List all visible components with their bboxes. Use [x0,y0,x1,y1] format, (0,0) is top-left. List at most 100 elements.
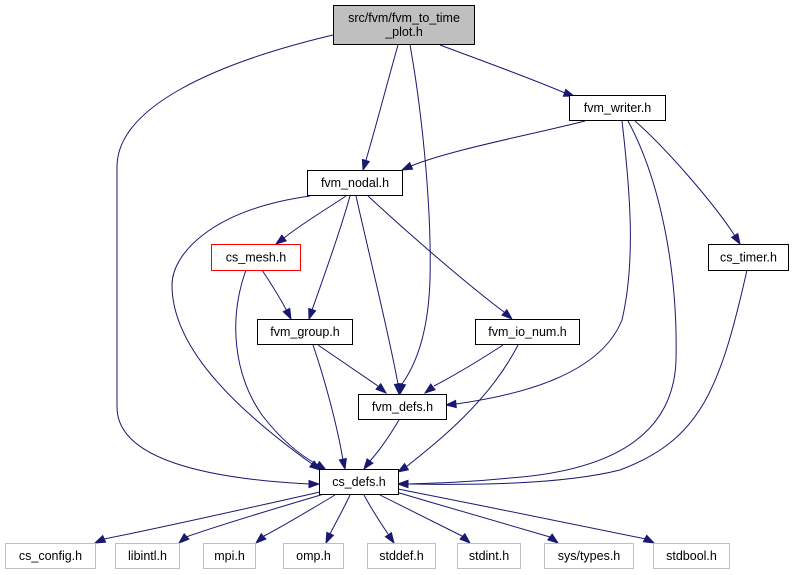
node-root[interactable]: src/fvm/fvm_to_time_plot.h [333,5,475,45]
node-label: stddef.h [379,549,424,563]
node-box [115,543,180,569]
edge-fvm_io_num-to-fvm_defs [423,344,504,394]
node-cs-timer[interactable]: cs_timer.h [708,244,789,271]
edge-fvm_defs-to-cs_defs [363,419,400,471]
node-box [569,95,666,121]
node-label: fvm_group.h [270,325,340,339]
node-fvm-writer[interactable]: fvm_writer.h [569,95,666,121]
edge-arrowhead [396,462,410,473]
node-box [319,469,399,495]
node-label: stdint.h [469,549,509,563]
node-box [283,543,344,569]
edge-arrowhead [546,533,560,544]
node-box [544,543,634,569]
edge-line [405,344,519,468]
node-label: stdbool.h [666,549,717,563]
node-label: libintl.h [128,549,167,563]
node-fvm-group[interactable]: fvm_group.h [257,319,353,345]
edge-line [395,491,551,538]
edge-line [369,419,400,462]
node-stdint[interactable]: stdint.h [457,543,521,569]
node-label: src/fvm/fvm_to_time [348,11,460,25]
edge-line [261,269,288,312]
edge-arrowhead [93,534,107,544]
edge-cs_timer-to-cs_defs [396,269,748,489]
edge-cs_defs-to-stdint [379,494,472,544]
edge-arrowhead [400,161,414,171]
edge-cs_mesh-to-fvm_group [261,269,292,321]
edge-line [317,344,379,387]
edge-cs_defs-to-cs_config [93,491,321,544]
edge-cs_mesh-to-cs_defs [235,269,328,471]
edge-fvm_writer-to-cs_defs [396,120,677,489]
edge-line [185,493,325,538]
node-label: cs_config.h [19,549,82,563]
node-box [367,543,436,569]
edge-arrowhead [384,531,395,545]
edge-arrowhead [562,88,576,97]
edge-root-to-cs_defs [116,34,334,489]
node-fvm-defs[interactable]: fvm_defs.h [358,394,447,420]
node-label: fvm_defs.h [372,400,433,414]
node-cs-defs[interactable]: cs_defs.h [319,469,399,495]
edge-arrowhead [375,382,388,394]
edge-fvm_group-to-fvm_defs [317,344,388,394]
edge-arrowhead [363,457,374,471]
node-libintl[interactable]: libintl.h [115,543,180,569]
node-omp[interactable]: omp.h [283,543,344,569]
edge-line [363,494,389,535]
edge-fvm_nodal-to-fvm_io_num [367,195,514,320]
edge-arrowhead [254,532,267,544]
edge-arrowhead [314,460,328,471]
edge-root-to-fvm_nodal [361,44,399,172]
edge-line [263,494,336,537]
edge-line [355,195,399,385]
edge-line [283,195,347,239]
node-cs-mesh[interactable]: cs_mesh.h [211,244,301,271]
node-stdbool[interactable]: stdbool.h [653,543,730,569]
node-fvm-io-num[interactable]: fvm_io_num.h [475,319,580,345]
node-stddef[interactable]: stddef.h [367,543,436,569]
edge-arrowhead [308,307,317,321]
node-label: cs_defs.h [332,475,386,489]
node-cs-config[interactable]: cs_config.h [5,543,96,569]
node-label: mpi.h [214,549,245,563]
node-box [211,244,301,271]
edge-line [455,120,631,405]
node-box [257,319,353,345]
node-fvm-nodal[interactable]: fvm_nodal.h [307,170,403,196]
node-box [457,543,521,569]
node-box [358,394,447,420]
edge-arrowhead [730,232,741,246]
edge-arrowhead [274,234,288,245]
node-mpi[interactable]: mpi.h [203,543,256,569]
edge-arrowhead [308,479,321,489]
node-box [203,543,256,569]
edge-arrowhead [393,383,403,396]
node-label: fvm_nodal.h [321,176,389,190]
edge-fvm_nodal-to-fvm_group [308,195,351,321]
edge-line [401,44,431,385]
edge-line [365,44,399,161]
edge-fvm_writer-to-fvm_nodal [400,120,586,171]
edge-line [410,120,586,167]
node-sys-types[interactable]: sys/types.h [544,543,634,569]
node-label: sys/types.h [558,549,621,563]
edge-line [312,344,344,461]
edge-line [116,34,334,485]
edge-arrowhead [361,158,371,172]
edge-fvm_writer-to-fvm_defs [444,120,631,409]
node-label: fvm_io_num.h [488,325,567,339]
edge-line [329,494,351,535]
edge-arrowhead [423,383,436,394]
edge-line [397,488,647,540]
edge-arrowhead [501,308,514,320]
edge-cs_defs-to-omp [325,494,351,545]
edge-line [103,491,321,540]
node-box [5,543,96,569]
edge-arrowhead [325,531,335,545]
edge-cs_defs-to-libintl [177,493,325,544]
edge-cs_defs-to-mpi [254,494,336,544]
edge-arrowhead [177,532,190,544]
edge-cs_defs-to-stdbool [397,488,656,544]
